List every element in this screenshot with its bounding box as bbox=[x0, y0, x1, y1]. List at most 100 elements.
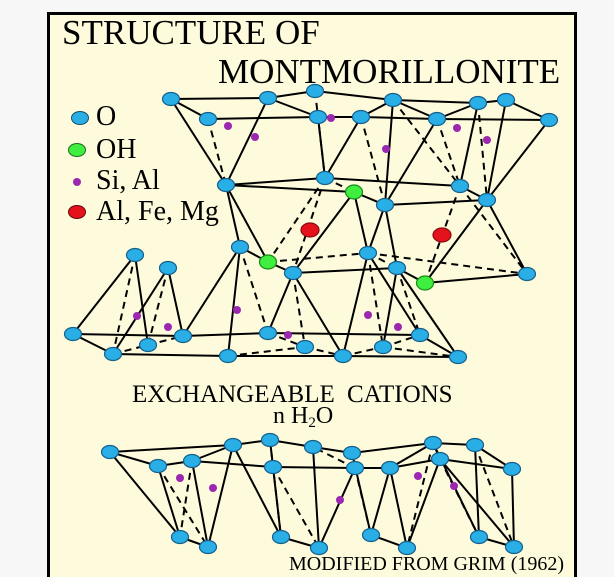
bond-line bbox=[112, 353, 229, 357]
oxygen-atom bbox=[158, 260, 178, 276]
octahedral-cation-legend-icon bbox=[68, 205, 86, 219]
silicon-aluminum-atom bbox=[284, 331, 292, 339]
bond-line bbox=[351, 442, 434, 454]
bond-line bbox=[474, 444, 480, 538]
title-line-2: MONTMORILLONITE bbox=[218, 52, 561, 91]
bond-line bbox=[109, 444, 234, 453]
water-suffix: O bbox=[315, 403, 334, 429]
credit-label: MODIFIED FROM GRIM (1962) bbox=[289, 553, 565, 575]
dashed-bond-line bbox=[439, 458, 480, 538]
oxygen-atom bbox=[170, 529, 190, 545]
silicon-aluminum-atom bbox=[224, 122, 232, 130]
oxygen-atom bbox=[539, 112, 559, 128]
silicon-aluminum-atom bbox=[394, 323, 402, 331]
bond-line bbox=[384, 199, 488, 206]
dashed-bond-line bbox=[367, 252, 384, 348]
water-label: n H2O bbox=[273, 403, 334, 431]
bond-line bbox=[292, 191, 355, 274]
silicon-aluminum-atom bbox=[133, 312, 141, 320]
oxygen-atom bbox=[271, 529, 291, 545]
silicon-aluminum-atom bbox=[251, 133, 259, 141]
oxygen-atom bbox=[517, 266, 537, 282]
dashed-bond-line bbox=[179, 460, 193, 538]
bond-line bbox=[370, 467, 391, 536]
oxygen-atom bbox=[468, 95, 488, 111]
oxygen-atom bbox=[182, 453, 202, 469]
water-subscript: 2 bbox=[308, 415, 316, 431]
oxygen-atom bbox=[161, 91, 181, 107]
legend-item-octahedral-cations: Al, Fe, Mg bbox=[66, 198, 246, 226]
bond-line bbox=[292, 272, 344, 357]
bond-line bbox=[109, 451, 181, 538]
oxygen-atom bbox=[477, 192, 497, 208]
bond-line bbox=[360, 116, 438, 120]
bond-line bbox=[384, 99, 394, 206]
oxygen-atom bbox=[448, 349, 468, 365]
hydroxyl-atom bbox=[258, 254, 278, 270]
bond-line bbox=[157, 465, 181, 538]
oxygen-atom bbox=[423, 435, 443, 451]
bond-line bbox=[486, 199, 528, 275]
title-line-1: STRUCTURE OF bbox=[62, 13, 320, 52]
legend-label: O bbox=[96, 101, 117, 132]
oxygen-atom bbox=[450, 178, 470, 194]
dashed-bond-line bbox=[112, 254, 136, 355]
bond-line bbox=[292, 267, 398, 274]
oxygen-atom bbox=[502, 461, 522, 477]
bond-line bbox=[182, 246, 241, 337]
bond-line bbox=[72, 333, 184, 337]
bond-line bbox=[367, 204, 386, 254]
bond-line bbox=[486, 99, 507, 201]
octahedral-cation-atom bbox=[432, 227, 452, 243]
bond-line bbox=[367, 252, 421, 336]
oxygen-atom bbox=[148, 458, 168, 474]
dashed-bond-line bbox=[292, 272, 306, 348]
hydroxyl-atom bbox=[415, 275, 435, 291]
dashed-bond-line bbox=[382, 346, 459, 358]
dashed-bond-line bbox=[459, 185, 528, 275]
bond-line bbox=[207, 116, 319, 120]
bond-line bbox=[312, 446, 320, 549]
oxygen-atom bbox=[125, 247, 145, 263]
oxygen-atom bbox=[358, 245, 378, 261]
oxygen-atom bbox=[361, 527, 381, 543]
oxygen-atom bbox=[410, 327, 430, 343]
oxygen-atom bbox=[465, 437, 485, 453]
oxygen-atom bbox=[373, 339, 393, 355]
atoms-group bbox=[63, 83, 559, 556]
oxygen-atom bbox=[230, 239, 250, 255]
oxygen-atom bbox=[380, 460, 400, 476]
bond-line bbox=[384, 204, 398, 269]
bond-line bbox=[267, 272, 294, 334]
dashed-bond-line bbox=[267, 177, 326, 263]
oxygen-atom bbox=[63, 326, 83, 342]
oxygen-atom bbox=[198, 539, 218, 555]
bond-line bbox=[225, 177, 326, 186]
dashed-bond-line bbox=[406, 442, 434, 549]
bond-line bbox=[225, 97, 269, 186]
bond-line bbox=[317, 116, 326, 179]
bond-line bbox=[134, 254, 149, 346]
dashed-bond-line bbox=[392, 99, 461, 187]
dashed-bond-line bbox=[360, 116, 386, 206]
oxygen-atom bbox=[383, 92, 403, 108]
legend-label: OH bbox=[96, 134, 137, 165]
oxygen-atom bbox=[216, 177, 236, 193]
oxygen-atom bbox=[345, 460, 365, 476]
bond-line bbox=[342, 252, 369, 357]
bond-line bbox=[167, 267, 184, 337]
silicon-aluminum-atom bbox=[382, 145, 390, 153]
legend-label: Si, Al bbox=[96, 165, 160, 196]
bond-line bbox=[396, 267, 459, 358]
dashed-bond-line bbox=[474, 444, 515, 548]
bond-line bbox=[384, 118, 438, 206]
oxygen-atom bbox=[198, 111, 218, 127]
oxygen-atom bbox=[504, 539, 524, 555]
bond-line bbox=[324, 177, 461, 187]
dashed-bond-line bbox=[477, 102, 488, 201]
oxygen-atom bbox=[173, 328, 193, 344]
legend-label: Al, Fe, Mg bbox=[96, 196, 219, 227]
bond-line bbox=[424, 273, 528, 284]
dashed-bond-line bbox=[267, 252, 369, 263]
